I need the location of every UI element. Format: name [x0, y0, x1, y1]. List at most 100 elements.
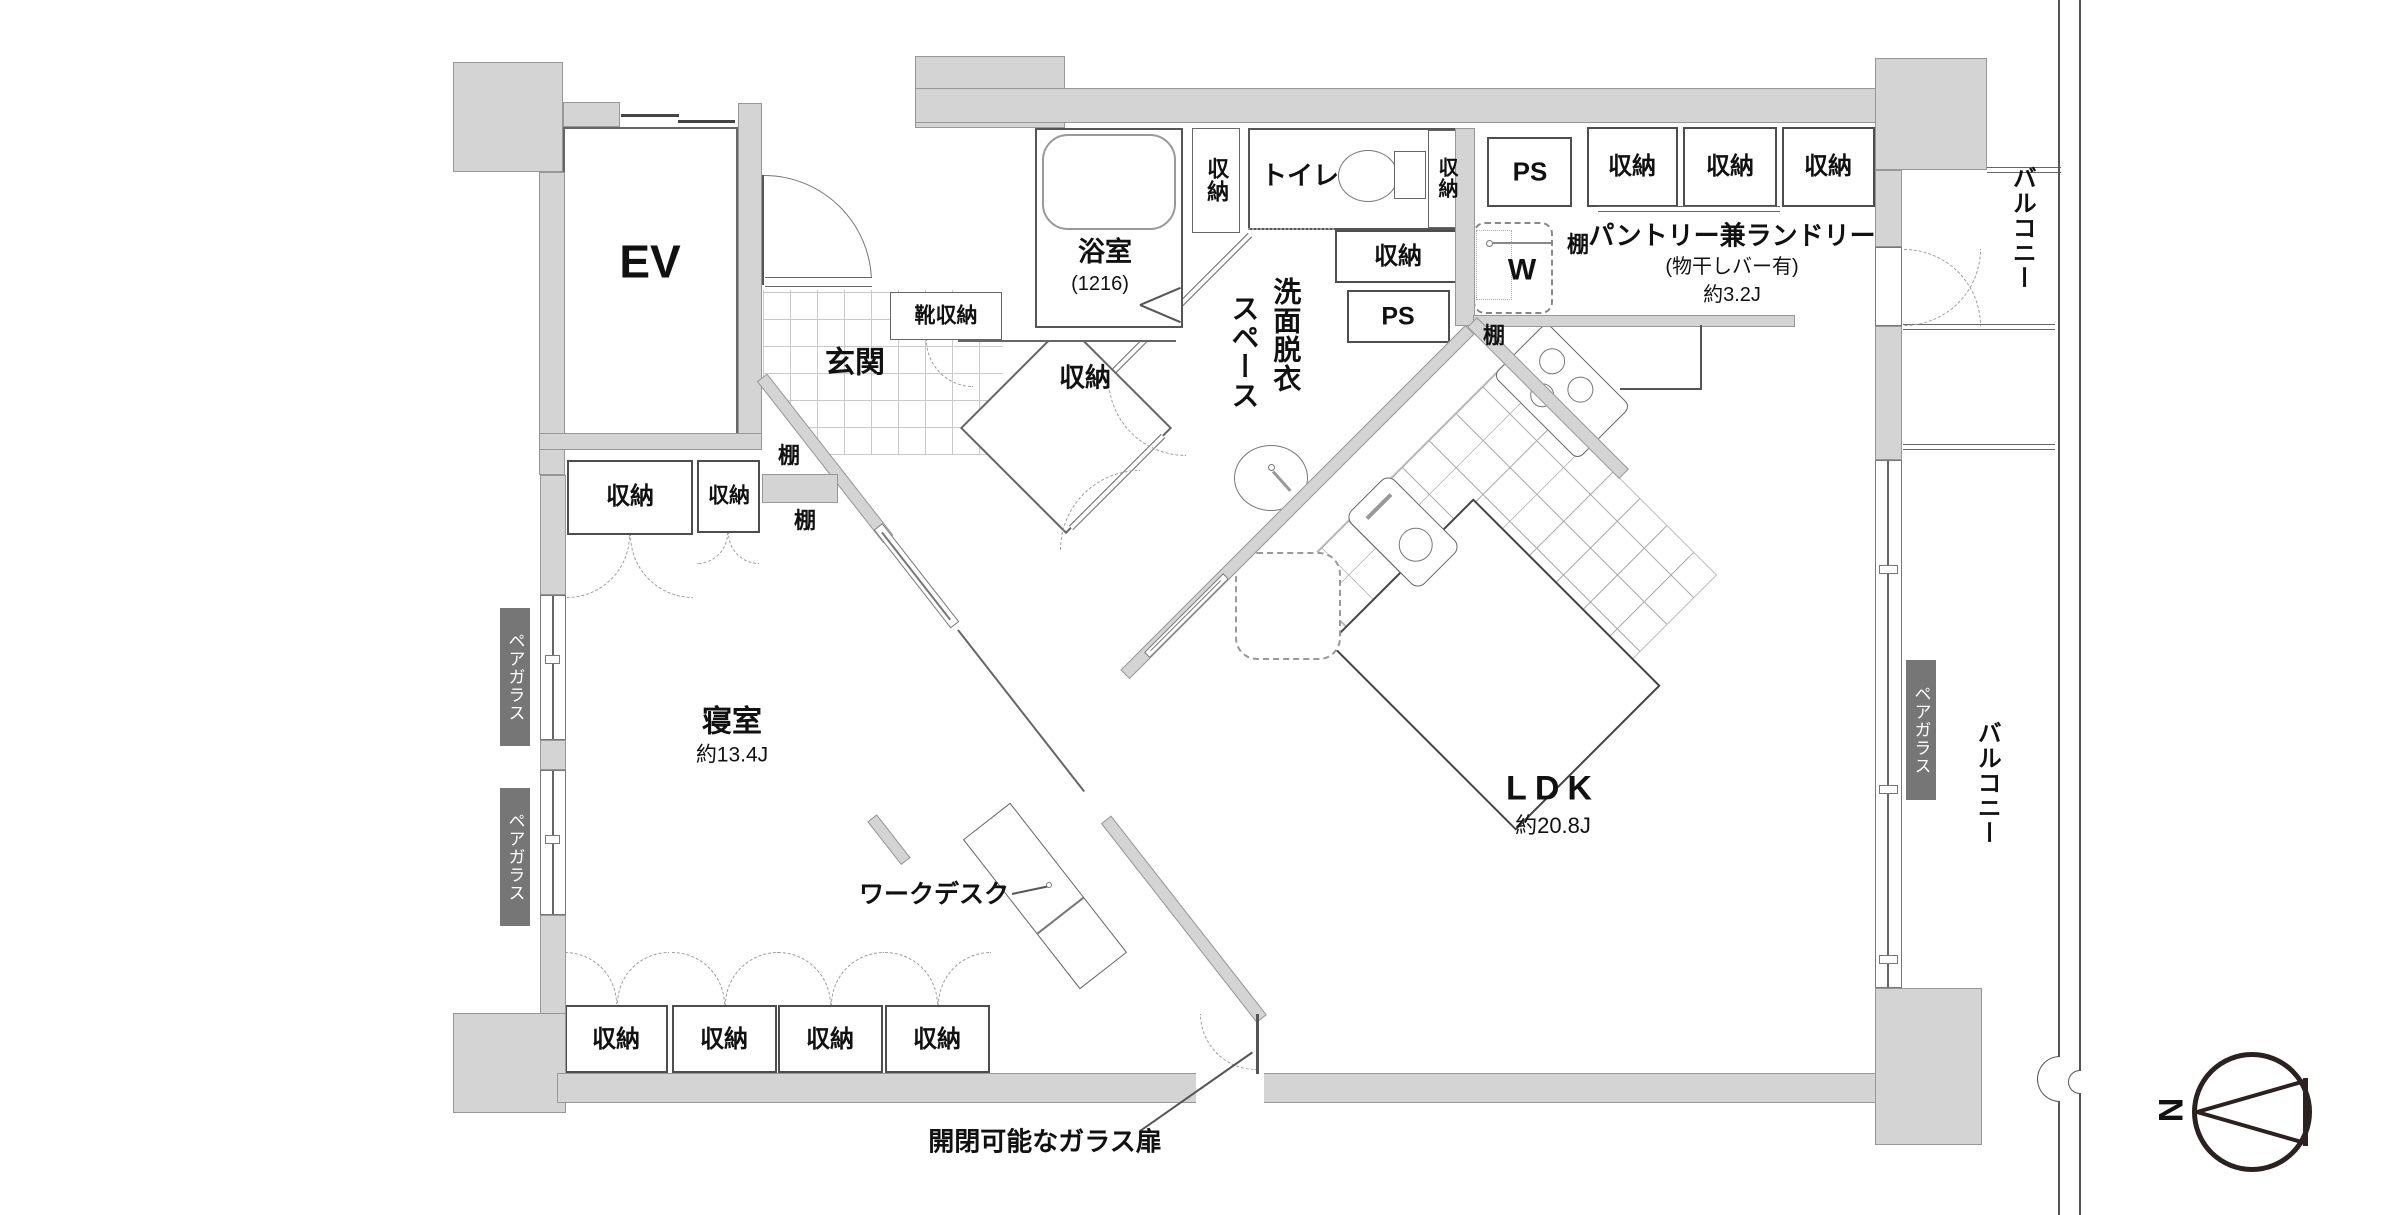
pair-glass-badge-3: ペアガラス [1906, 660, 1936, 800]
balcony-top-edge [1987, 167, 2061, 173]
pantry-storage-box-2 [1683, 127, 1777, 207]
north-icon: N [2152, 1097, 2191, 1123]
label-balcony-right: バルコニー [1973, 720, 2001, 846]
floor-storage-arc-1b [617, 952, 669, 1004]
wall-left-pier-1 [540, 475, 566, 595]
label-bath-size: (1216) [1071, 273, 1129, 295]
balcony-railing-line [2058, 0, 2060, 1215]
floor-storage-arc-4a [885, 952, 938, 1005]
window-anchor-l2 [545, 835, 560, 844]
wall-topright-corner [1875, 58, 1987, 170]
wall-bottomright-corner [1875, 988, 1982, 1145]
kitchen-counter-back-h [1620, 388, 1702, 390]
label-washroom-1: 洗面脱衣 [1270, 277, 1302, 393]
pantry-storage-box-3 [1782, 127, 1875, 207]
wall-shelf-elbow [762, 474, 838, 503]
wall-ev-right [738, 103, 762, 435]
label-storage-mid: 収納 [1374, 242, 1422, 270]
dining-table-dashed [1235, 552, 1341, 660]
wall-left-pier-3 [540, 915, 566, 1015]
wall-bottomleft-corner [453, 1013, 566, 1113]
balcony-door-opening [1875, 247, 1902, 326]
label-bath: 浴室 [1078, 237, 1132, 268]
pair-glass-label-3: ペアガラス [1911, 685, 1931, 775]
floor-storage-arc-1a [565, 952, 617, 1004]
wall-right-pier-2 [1875, 326, 1902, 460]
entrance-door-leaf [762, 175, 764, 285]
floor-storage-box-2 [672, 1005, 777, 1073]
kitchen-glass-slot [1143, 573, 1229, 659]
label-storage-floor-1: 収納 [592, 1025, 640, 1053]
label-shelf-b: 棚 [793, 507, 817, 533]
washer-faucet-dot [1486, 240, 1493, 247]
label-storage-toilet-side: 収納 [1435, 157, 1457, 199]
label-storage-pantry-1: 収納 [1608, 152, 1656, 180]
glass-door-gap [1196, 1070, 1264, 1106]
wall-topleft-corner [453, 62, 563, 172]
boundary-bump-small [2068, 1070, 2081, 1094]
washer-faucet-line [1493, 242, 1553, 244]
toilet-tank [1394, 151, 1426, 199]
wall-top-band [915, 88, 1877, 123]
floor-storage-box-1 [565, 1005, 668, 1073]
storage-bath-side-box [1192, 128, 1240, 233]
window-anchor-r1 [1879, 565, 1898, 574]
pair-glass-label-1: ペアガラス [505, 632, 525, 722]
compass-arrow-base [2303, 1078, 2308, 1146]
label-pantry-size: 約3.2J [1703, 284, 1761, 306]
wall-ev-top-arm [563, 102, 620, 127]
bedroom-storage-box-2 [697, 460, 760, 533]
bedroom-storage-box-1 [567, 460, 693, 535]
wall-hall-diagonal-b [1100, 815, 1267, 1023]
label-storage-walkin: 収納 [1058, 362, 1112, 393]
pair-glass-badge-2: ペアガラス [500, 788, 530, 926]
glass-partition-line [957, 629, 1085, 793]
label-balcony-top: バルコニー [2008, 165, 2036, 291]
floor-storage-arc-4b [938, 952, 991, 1005]
label-ps-lower: PS [1381, 302, 1415, 331]
ev-door-line-1 [621, 114, 679, 117]
floor-storage-arc-2b [725, 952, 778, 1005]
label-ldk-size: 約20.8J [1515, 812, 1591, 838]
bedroom-storage-arc-4 [728, 533, 759, 564]
label-storage-bath-side: 収納 [1204, 157, 1230, 203]
label-work-desk: ワークデスク [858, 880, 1010, 909]
label-pantry: パントリー兼ランドリー [1588, 220, 1876, 251]
bathtub [1042, 134, 1176, 230]
washbasin-faucet [1268, 464, 1275, 471]
boundary-bump-large [2037, 1056, 2060, 1102]
glass-door-leaf [1256, 1014, 1259, 1074]
label-shelf-by-washer: 棚 [1566, 231, 1590, 257]
wall-left-pier-2 [540, 740, 566, 770]
wall-pantry-counter [1473, 315, 1795, 327]
balcony-divider-2 [1903, 444, 2055, 450]
toilet-bowl [1338, 150, 1398, 202]
pantry-shelf-line [1598, 206, 1780, 212]
entrance-sill [765, 277, 872, 287]
floor-storage-box-4 [885, 1005, 990, 1073]
window-anchor-r2 [1879, 785, 1898, 794]
floor-storage-box-3 [778, 1005, 883, 1073]
entrance-door-arc [764, 175, 872, 283]
wall-ps-column [1455, 128, 1475, 326]
label-washer: W [1507, 253, 1537, 287]
pair-glass-badge-1: ペアガラス [500, 608, 530, 746]
shoe-storage-box [890, 292, 1002, 340]
label-storage-pantry-2: 収納 [1706, 152, 1754, 180]
desk-leader-dot [1046, 882, 1052, 888]
label-toilet: トイレ [1260, 160, 1340, 191]
ev-door-line-2 [678, 120, 735, 123]
property-boundary-line [2079, 0, 2081, 1215]
label-storage-floor-4: 収納 [913, 1025, 961, 1053]
bedroom-storage-arc-1 [567, 535, 630, 598]
label-washroom-2: スペース [1228, 294, 1260, 410]
label-storage-floor-2: 収納 [700, 1025, 748, 1053]
window-left-1 [540, 595, 566, 740]
bedroom-storage-arc-3 [697, 533, 728, 564]
label-bedroom: 寝室 [702, 705, 762, 739]
wall-stub [867, 814, 911, 866]
bedroom-storage-arc-2 [630, 535, 693, 598]
toilet-dashed-line [1248, 228, 1334, 230]
bedroom-sliding-door [873, 523, 960, 629]
